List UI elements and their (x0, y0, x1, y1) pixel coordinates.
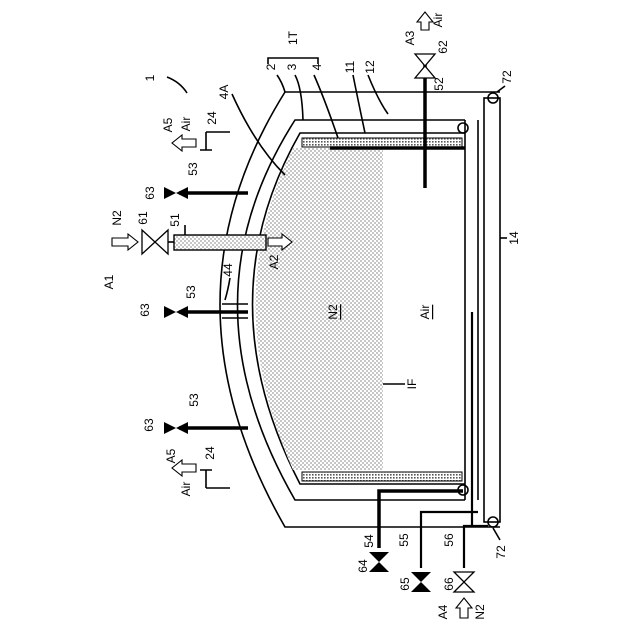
label-72-bottom: 72 (494, 545, 508, 559)
pipe-56 (464, 526, 488, 568)
supply-tube-51 (174, 235, 266, 250)
label-63-a: 63 (143, 186, 157, 200)
label-64: 64 (356, 559, 370, 573)
label-53-a: 53 (186, 162, 200, 176)
n2-region (256, 148, 384, 470)
flow-a1: A1 (102, 274, 116, 289)
leader-44 (225, 278, 230, 300)
label-2: 2 (264, 63, 278, 70)
flow-a3: A3 (403, 30, 417, 45)
flow-a5-top: A5 (161, 117, 175, 132)
label-14: 14 (507, 231, 521, 245)
flow-a4: A4 (436, 604, 450, 619)
valve-65 (411, 572, 431, 592)
leader-2 (277, 75, 285, 92)
valve-63-mid (164, 306, 188, 318)
leader-72-bottom (493, 528, 500, 540)
vent-24-bottom (200, 470, 230, 488)
arrow-a4 (456, 598, 472, 618)
leader-11 (353, 75, 365, 133)
flow-a5-bottom: A5 (164, 448, 178, 463)
joint-top (458, 123, 468, 133)
label-if: IF (405, 379, 419, 390)
valve-66 (454, 572, 474, 592)
bracket-1t (268, 58, 318, 64)
leader-1 (167, 77, 187, 93)
flow-a2: A2 (267, 254, 281, 269)
label-24-top: 24 (205, 111, 219, 125)
label-65: 65 (398, 577, 412, 591)
flow-a4-gas: N2 (473, 604, 487, 620)
valve-61 (142, 230, 168, 254)
label-region-air: Air (418, 305, 432, 320)
leader-12 (368, 75, 388, 114)
valve-64 (369, 552, 389, 572)
flow-a3-gas: Air (431, 13, 445, 28)
label-44: 44 (221, 263, 235, 277)
leader-3 (295, 75, 303, 120)
label-3: 3 (285, 63, 299, 70)
label-56: 56 (442, 533, 456, 547)
label-1: 1 (143, 74, 157, 81)
label-54: 54 (362, 534, 376, 548)
label-1t: 1T (286, 30, 300, 45)
label-72-top: 72 (500, 70, 514, 84)
seal-top (302, 138, 462, 147)
flow-a1-gas: N2 (110, 210, 124, 226)
label-52: 52 (432, 77, 446, 91)
arrow-a5-top (172, 135, 196, 151)
flow-a5-bottom-gas: Air (179, 482, 193, 497)
label-12: 12 (363, 60, 377, 74)
label-53-b: 53 (184, 285, 198, 299)
label-51: 51 (168, 213, 182, 227)
arrow-a1 (112, 234, 138, 250)
seal-bottom (302, 472, 462, 481)
valve-62 (415, 54, 435, 78)
vent-24-top (200, 132, 230, 150)
label-55: 55 (397, 533, 411, 547)
label-region-n2: N2 (326, 304, 340, 320)
leader-72-top (497, 86, 505, 92)
label-62: 62 (436, 40, 450, 54)
label-24-bottom: 24 (203, 446, 217, 460)
leader-4 (314, 75, 338, 138)
valve-63-bottom (164, 422, 188, 434)
label-63-c: 63 (142, 418, 156, 432)
label-61: 61 (136, 211, 150, 225)
valve-63-top (164, 187, 188, 199)
label-4: 4 (310, 63, 324, 70)
label-66: 66 (442, 577, 456, 591)
label-11: 11 (343, 60, 357, 73)
base-14 (484, 98, 500, 522)
flow-a5-top-gas: Air (179, 117, 193, 132)
label-4a: 4A (217, 85, 231, 100)
label-53-c: 53 (187, 393, 201, 407)
label-63-b: 63 (138, 303, 152, 317)
